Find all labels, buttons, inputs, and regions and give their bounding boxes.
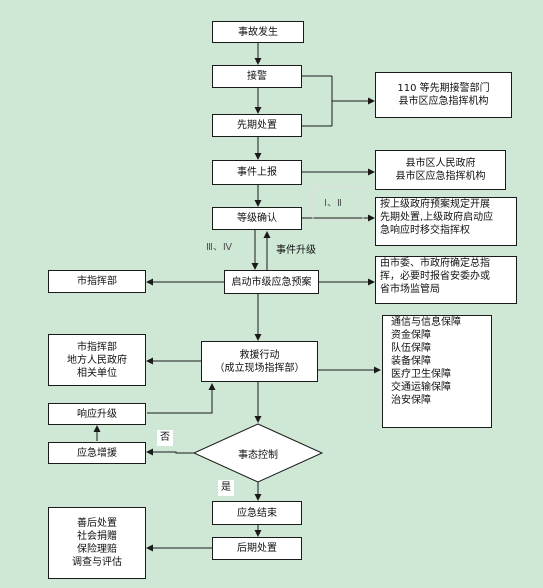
reinforce-label: 应急增援 — [77, 447, 117, 459]
report-depts-line: 县市区应急指挥机构 — [395, 171, 486, 182]
end-response-box: 应急结束 — [212, 501, 302, 525]
launch-plan-label: 启动市级应急预案 — [231, 276, 312, 288]
alarm-box: 接警 — [212, 65, 302, 88]
aftermath-task: 保险理赔 — [77, 544, 117, 555]
alarm-label: 接警 — [247, 71, 267, 82]
event-upgrade-label: 事件升级 — [276, 245, 316, 256]
support-item: 队伍保障 — [391, 343, 431, 354]
report-label: 事件上报 — [237, 167, 277, 178]
participants-box: 市指挥部 地方人民政府 相关单位 — [48, 334, 146, 386]
participants-line: 相关单位 — [77, 367, 117, 379]
rescue-label: 救援行动 — [239, 349, 280, 361]
aftermath-label: 后期处置 — [237, 543, 277, 554]
level-low-label: Ⅲ、Ⅳ — [206, 242, 233, 253]
launch-note-line: 由市委、市政府确定总指 — [380, 258, 490, 269]
decision-diamond — [192, 423, 324, 483]
grading-note-box: 按上级政府预案规定开展 先期处置,上级政府启动应 急响应时移交指挥权 — [375, 197, 517, 246]
report-box: 事件上报 — [212, 160, 302, 185]
accident-label: 事故发生 — [238, 26, 278, 38]
level-marker — [312, 186, 364, 221]
upgrade-response-label: 响应升级 — [77, 408, 117, 420]
grading-box: 等级确认 — [212, 207, 302, 230]
support-list-box: 通信与信息保障 资金保障 队伍保障 装备保障 医疗卫生保障 交通运输保障 治安保… — [382, 315, 492, 428]
launch-note-line: 省市场监管局 — [380, 284, 440, 295]
aftermath-task: 善后处置 — [77, 518, 117, 529]
report-depts-line: 县市区人民政府 — [405, 158, 476, 169]
yes-label: 是 — [218, 480, 234, 496]
grading-label: 等级确认 — [237, 213, 277, 224]
support-item: 医疗卫生保障 — [391, 369, 451, 380]
alarm-depts-line: 110 等先期接警部门 — [397, 83, 490, 94]
launch-note-line: 挥，必要时报省安委办或 — [380, 271, 490, 282]
aftermath-box: 后期处置 — [212, 537, 302, 560]
support-item: 通信与信息保障 — [391, 317, 461, 328]
initial-response-box: 先期处置 — [212, 114, 302, 137]
support-item: 装备保障 — [391, 356, 431, 367]
no-label: 否 — [157, 430, 173, 446]
participants-line: 地方人民政府 — [67, 354, 127, 366]
grading-note-line: 先期处置,上级政府启动应 — [380, 212, 494, 223]
report-depts-box: 县市区人民政府 县市区应急指挥机构 — [375, 150, 506, 190]
upgrade-response-box: 响应升级 — [48, 403, 146, 425]
support-item: 交通运输保障 — [391, 382, 451, 393]
accident-box: 事故发生 — [212, 21, 304, 43]
city-command-box: 市指挥部 — [48, 270, 146, 293]
grading-note-line: 按上级政府预案规定开展 — [380, 199, 490, 210]
launch-note-box: 由市委、市政府确定总指 挥，必要时报省安委办或 省市场监管局 — [375, 256, 517, 304]
participants-line: 市指挥部 — [77, 341, 117, 353]
support-item: 资金保障 — [391, 330, 431, 341]
aftermath-task: 调查与评估 — [72, 557, 122, 568]
arrow-upgrade-to-rescue — [147, 383, 216, 414]
city-command-label: 市指挥部 — [77, 276, 117, 287]
end-response-label: 应急结束 — [237, 507, 277, 519]
level-high-label: Ⅰ、Ⅱ — [324, 198, 342, 209]
alarm-depts-line: 县市区应急指挥机构 — [398, 96, 489, 107]
aftermath-task: 社会捐赠 — [77, 531, 117, 542]
initial-response-label: 先期处置 — [237, 120, 277, 131]
arrow-decision-to-reinforce — [146, 448, 194, 456]
launch-plan-box: 启动市级应急预案 — [224, 270, 319, 294]
decision-label: 事态控制 — [238, 450, 278, 461]
support-item: 治安保障 — [391, 395, 431, 406]
reinforce-box: 应急增援 — [48, 442, 146, 464]
grading-note-line: 急响应时移交指挥权 — [380, 225, 470, 236]
rescue-box: 救援行动 （成立现场指挥部） — [201, 341, 318, 382]
rescue-sublabel: （成立现场指挥部） — [214, 362, 305, 374]
aftermath-tasks-box: 善后处置 社会捐赠 保险理赔 调查与评估 — [48, 507, 146, 579]
alarm-depts-box: 110 等先期接警部门 县市区应急指挥机构 — [375, 72, 512, 118]
